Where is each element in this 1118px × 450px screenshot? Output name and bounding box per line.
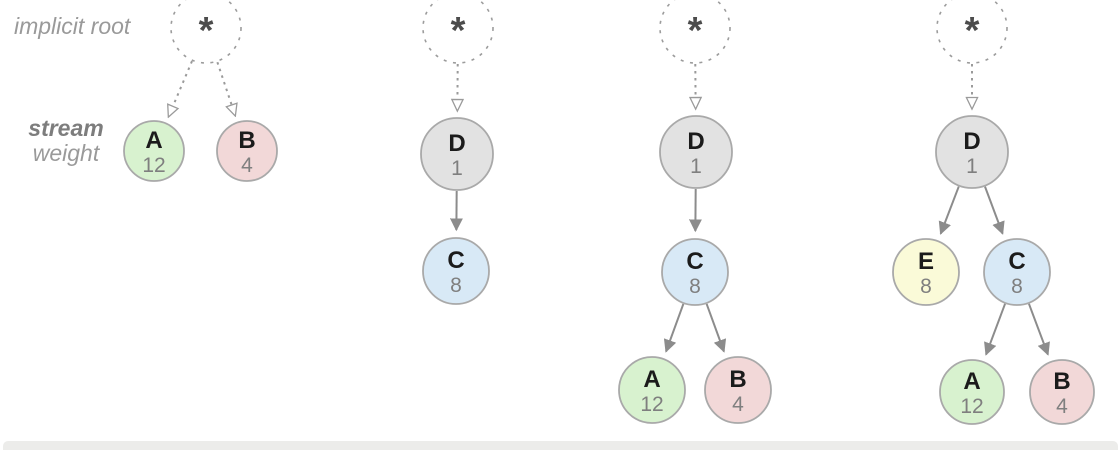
stream-node-circle — [983, 238, 1051, 306]
node-t3-A: A12 — [618, 356, 686, 424]
node-t2-root: * — [422, 0, 494, 64]
edge-t4-D-E — [938, 186, 960, 235]
edge-t3-C-B — [705, 303, 727, 353]
stream-node-circle — [939, 359, 1005, 425]
implicit-root-glyph: * — [965, 10, 980, 52]
implicit-root-circle — [936, 0, 1008, 64]
weight-label: weight — [32, 140, 100, 166]
node-t4-D: D1 — [935, 115, 1009, 189]
implicit-root-glyph: * — [688, 10, 703, 52]
edge-t3-C-A — [663, 303, 685, 353]
stream-node-weight: 8 — [1011, 275, 1023, 298]
stream-node-circle — [1029, 359, 1095, 425]
stream-node-letter: D — [963, 128, 980, 155]
stream-node-circle — [420, 117, 494, 191]
node-t4-C: C8 — [983, 238, 1051, 306]
node-t2-D: D1 — [420, 117, 494, 191]
stream-node-letter: B — [238, 127, 255, 154]
stream-node-circle — [618, 356, 686, 424]
stream-node-weight: 12 — [142, 154, 165, 177]
stream-node-weight: 12 — [640, 393, 663, 416]
implicit-root-circle — [659, 0, 731, 64]
node-t2-C: C8 — [422, 237, 490, 305]
stream-node-letter: D — [687, 128, 704, 155]
stream-node-weight: 1 — [451, 157, 463, 180]
edge-t1-root-A — [169, 60, 193, 116]
stream-node-circle — [659, 115, 733, 189]
node-t4-A: A12 — [939, 359, 1005, 425]
stream-weight-labels: stream weight — [8, 116, 124, 166]
edge-t4-C-B — [1028, 303, 1050, 356]
implicit-root-glyph: * — [451, 10, 466, 52]
stream-node-weight: 4 — [1056, 395, 1068, 418]
stream-node-letter: D — [448, 130, 465, 157]
node-t3-root: * — [659, 0, 731, 64]
node-t4-root: * — [936, 0, 1008, 64]
stream-node-letter: B — [729, 366, 746, 393]
stream-node-weight: 4 — [241, 154, 253, 177]
node-t3-C: C8 — [661, 238, 729, 306]
stream-node-circle — [123, 120, 185, 182]
implicit-root-circle — [170, 0, 242, 64]
stream-node-letter: A — [145, 127, 162, 154]
stream-node-circle — [661, 238, 729, 306]
stream-node-letter: A — [963, 368, 980, 395]
node-t4-E: E8 — [892, 238, 960, 306]
edge-t4-D-C — [984, 186, 1005, 235]
implicit-root-circle — [422, 0, 494, 64]
implicit-root-label: implicit root — [14, 13, 131, 39]
stream-node-weight: 1 — [690, 155, 702, 178]
stream-node-letter: A — [643, 366, 660, 393]
node-t1-B: B4 — [216, 120, 278, 182]
node-t3-D: D1 — [659, 115, 733, 189]
stream-node-letter: C — [686, 248, 703, 275]
node-t4-B: B4 — [1029, 359, 1095, 425]
node-t3-B: B4 — [704, 356, 772, 424]
stream-node-letter: E — [918, 248, 934, 275]
stream-node-weight: 12 — [960, 395, 983, 418]
node-t1-A: A12 — [123, 120, 185, 182]
edge-t4-C-A — [984, 303, 1006, 356]
stream-node-circle — [892, 238, 960, 306]
stream-node-circle — [704, 356, 772, 424]
stream-node-weight: 4 — [732, 393, 744, 416]
stream-label: stream — [28, 115, 104, 141]
edge-t1-root-B — [216, 61, 235, 115]
stream-node-weight: 1 — [966, 155, 978, 178]
stream-node-circle — [216, 120, 278, 182]
implicit-root-glyph: * — [199, 10, 214, 52]
stream-node-weight: 8 — [689, 275, 701, 298]
bottom-bar — [3, 441, 1118, 450]
stream-node-weight: 8 — [450, 274, 462, 297]
tree-t1: * A12 B4 — [123, 0, 278, 182]
stream-node-weight: 8 — [920, 275, 932, 298]
stream-node-circle — [935, 115, 1009, 189]
stream-node-circle — [422, 237, 490, 305]
stream-node-letter: C — [447, 247, 464, 274]
stream-node-letter: C — [1008, 248, 1025, 275]
node-t1-root: * — [170, 0, 242, 64]
stream-node-letter: B — [1053, 368, 1070, 395]
